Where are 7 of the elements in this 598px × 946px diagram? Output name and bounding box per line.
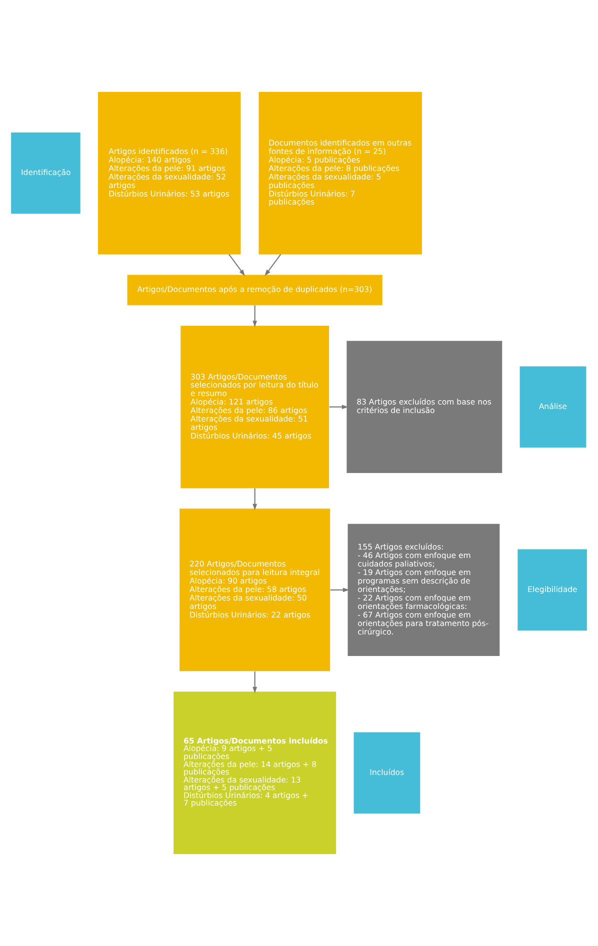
arrow — [329, 404, 348, 410]
arrow — [252, 488, 258, 510]
arrow — [252, 305, 258, 328]
arrow — [330, 588, 350, 592]
arrow — [228, 254, 245, 276]
arrow — [252, 671, 258, 694]
arrow — [264, 254, 282, 276]
